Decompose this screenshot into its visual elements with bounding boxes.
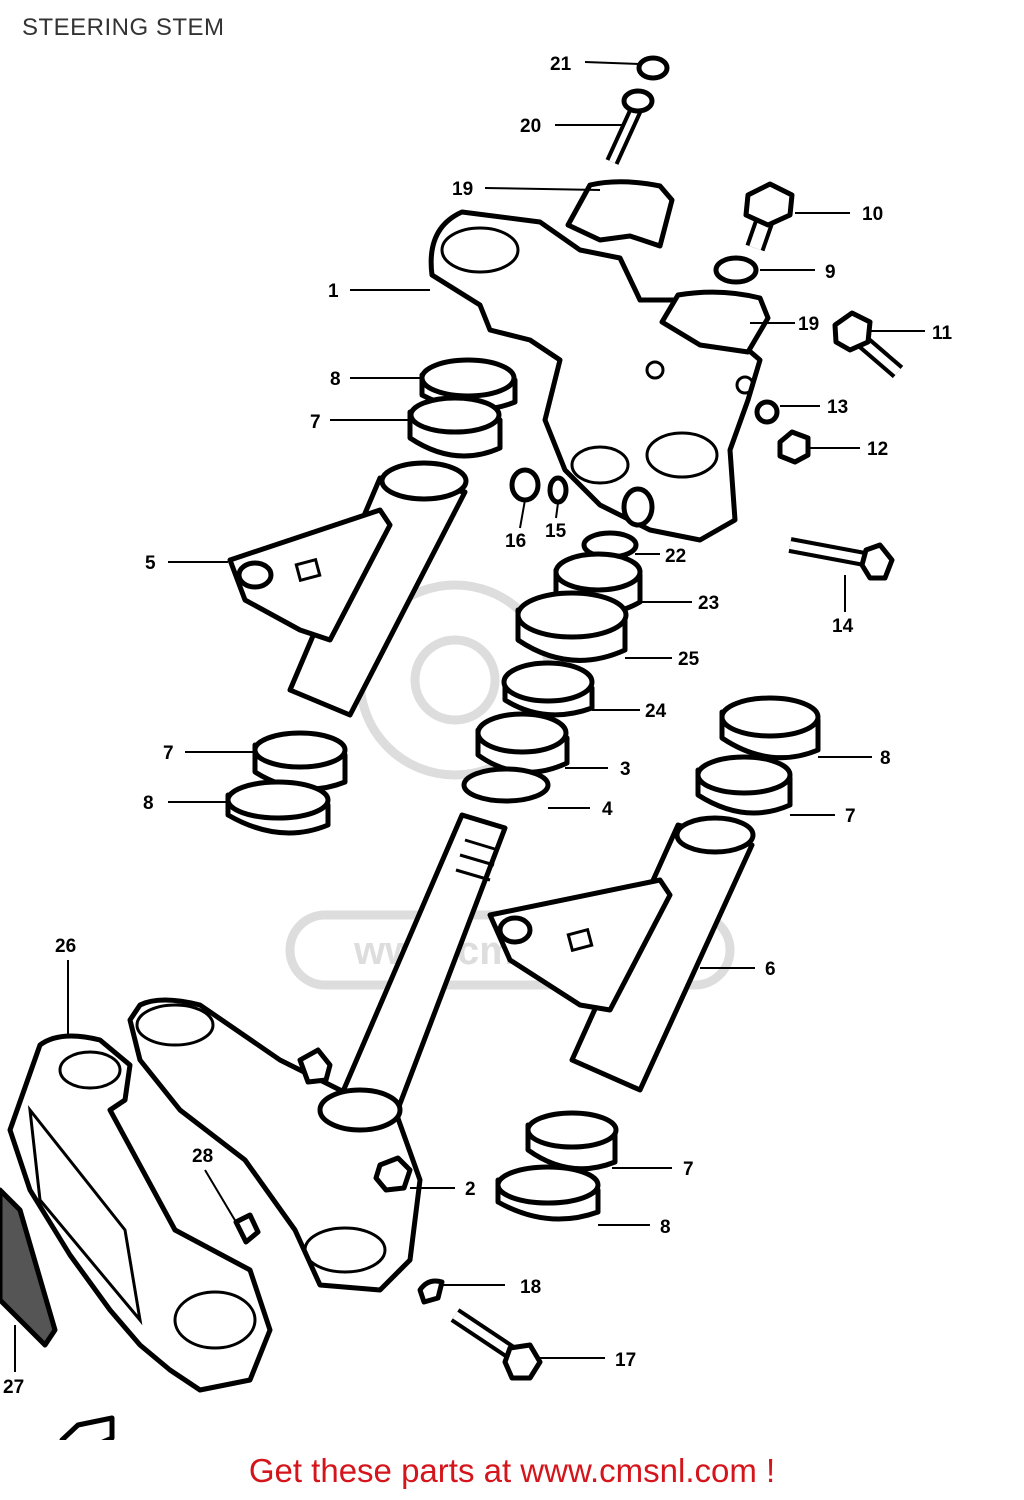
footer-cta-text: Get these parts at www.cmsnl.com ! (248, 1452, 776, 1489)
part-6-fork-bracket-right (487, 815, 756, 1093)
part-17-bolt (450, 1308, 543, 1381)
callout-13: 13 (827, 397, 848, 418)
part-7-bearing-upper-left (407, 395, 503, 459)
part-25-spacer (515, 590, 629, 663)
callout-10: 10 (862, 204, 883, 225)
callout-16: 16 (505, 531, 526, 552)
part-14-bolt (788, 537, 895, 581)
callout-17: 17 (615, 1350, 636, 1371)
part-2-lower-bracket (127, 997, 423, 1293)
part-5-fork-bracket-left (227, 460, 469, 718)
steering-stem-exploded-diagram: www.cmsnl.com (0, 54, 953, 1440)
callout-22: 22 (665, 546, 686, 567)
callout-8: 8 (143, 793, 154, 814)
callout-15: 15 (545, 521, 567, 542)
part-8-seal-lower (495, 1164, 601, 1222)
callout-19: 19 (798, 314, 819, 335)
callout-9: 9 (825, 262, 836, 283)
callout-8: 8 (330, 369, 341, 390)
callout-25: 25 (678, 649, 700, 670)
callout-21: 21 (550, 54, 572, 75)
part-27-emblem (0, 1187, 58, 1348)
part-21-cap (636, 55, 670, 81)
part-3-bearing (475, 711, 570, 775)
callout-3: 3 (620, 759, 631, 780)
callout-1: 1 (328, 281, 339, 302)
callout-7: 7 (310, 412, 321, 433)
callout-24: 24 (645, 701, 667, 722)
part-7-bearing-mid-left (252, 730, 348, 792)
part-9-washer (713, 255, 759, 285)
callout-6: 6 (765, 959, 776, 980)
callout-11: 11 (932, 323, 953, 344)
callout-28: 28 (192, 1146, 213, 1167)
callout-2: 2 (465, 1179, 476, 1200)
callout-26: 26 (55, 936, 76, 957)
callout-14: 14 (832, 616, 854, 637)
front-direction-arrow (59, 1415, 115, 1440)
part-12-nut (777, 429, 811, 465)
part-19-upper-clamp (565, 179, 675, 249)
part-1-upper-bracket (428, 209, 763, 543)
part-13-washer (754, 399, 780, 425)
part-26-cover (7, 1033, 273, 1393)
part-4-race (461, 766, 551, 804)
callout-7: 7 (163, 743, 174, 764)
callout-19: 19 (452, 179, 473, 200)
callout-27: 27 (3, 1377, 24, 1398)
part-16-cap (509, 467, 541, 503)
part-8-seal-mid-right (719, 695, 821, 761)
callout-8: 8 (880, 748, 891, 769)
callout-23: 23 (698, 593, 719, 614)
part-15-washer (547, 475, 569, 505)
part-8-seal-mid-left (225, 779, 331, 836)
callout-7: 7 (683, 1159, 694, 1180)
part-18-clip (417, 1278, 445, 1305)
callout-18: 18 (520, 1277, 541, 1298)
callout-20: 20 (520, 116, 541, 137)
callout-4: 4 (602, 799, 613, 820)
part-7-bearing-lower (525, 1110, 619, 1172)
part-11-bolt (832, 310, 904, 379)
part-7-bearing-mid-right (695, 754, 793, 816)
part-28-clip (233, 1212, 261, 1245)
callout-5: 5 (145, 553, 156, 574)
part-20-bolt (605, 88, 655, 165)
callout-12: 12 (867, 439, 888, 460)
leader-lines (14, 61, 925, 1372)
part-10-bolt (743, 181, 795, 252)
callout-7: 7 (845, 806, 856, 827)
page-title: STEERING STEM (22, 14, 225, 41)
part-24-dust-seal (501, 660, 595, 718)
callout-8: 8 (660, 1217, 671, 1238)
